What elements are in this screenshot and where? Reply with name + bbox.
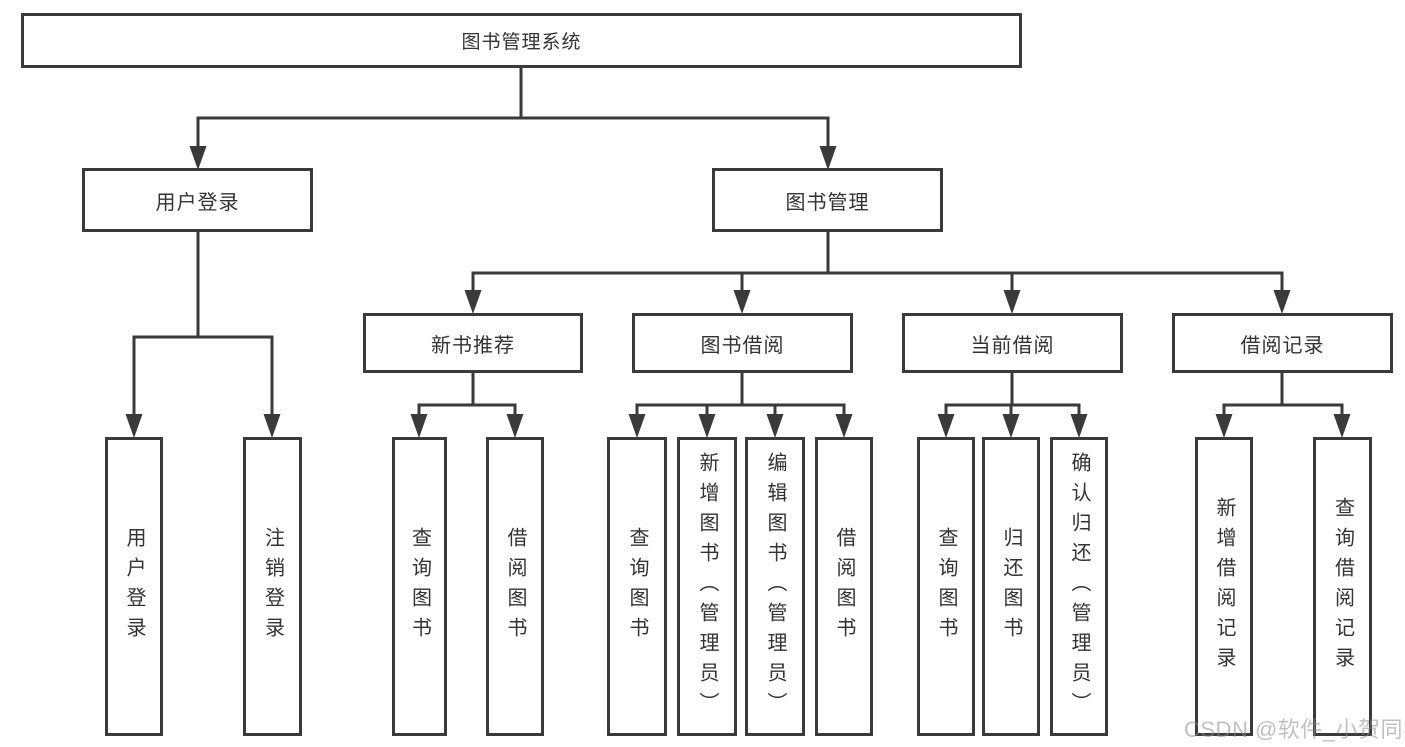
node-book-borrow: 图书借阅 [632,313,853,373]
arrowhead [1070,414,1088,438]
node-current-borrow-label: 当前借阅 [970,334,1055,357]
leaf-label: 查询图书 [935,526,957,647]
node-root: 图书管理系统 [21,13,1022,68]
leaf-current-query-books: 查询图书 [917,437,975,736]
leaf-label: 确认归还（管理员） [1068,451,1090,722]
arrowhead [819,146,837,170]
csdn-watermark: CSDN @软件_小贺同学 [1184,717,1405,742]
leaf-label: 归还图书 [1000,526,1022,647]
connector-book-management-children [471,232,1284,292]
leaf-borrow-books: 借阅图书 [815,437,873,736]
arrowhead [835,414,853,438]
leaf-return-books: 归还图书 [982,437,1040,736]
connector-current-borrow-children [944,373,1081,414]
connector-user-login-children [132,232,274,414]
leaf-label: 用户登录 [123,526,145,647]
node-root-label: 图书管理系统 [461,32,582,53]
node-new-book-recommend: 新书推荐 [363,313,583,373]
leaf-add-borrow-record: 新增借阅记录 [1195,437,1253,736]
leaf-label: 查询图书 [408,526,431,647]
leaf-label: 新增图书（管理员） [696,451,718,722]
arrowhead [125,414,143,438]
leaf-borrow-query-books: 查询图书 [607,437,667,736]
arrowhead [506,414,524,438]
arrowhead [189,146,207,170]
arrowhead [766,414,784,438]
node-book-borrow-label: 图书借阅 [700,334,785,357]
arrowhead [1003,290,1021,314]
leaf-confirm-return-admin: 确认归还（管理员） [1050,437,1108,736]
leaf-logout: 注销登录 [243,437,302,736]
arrowhead [1002,414,1020,438]
arrowhead [733,290,751,314]
leaf-newbook-query-books: 查询图书 [392,437,447,736]
arrowhead [628,414,646,438]
arrowhead [410,414,428,438]
connector-new-book-children [417,373,517,414]
node-current-borrow: 当前借阅 [902,313,1123,373]
connector-book-borrow-children [635,373,846,414]
leaf-label: 注销登录 [261,526,284,647]
connector-borrow-records-children [1222,373,1344,414]
arrowhead [1333,414,1351,438]
arrowhead [263,414,281,438]
leaf-label: 新增借阅记录 [1213,496,1235,677]
leaf-query-borrow-record: 查询借阅记录 [1313,437,1372,736]
node-book-management-label: 图书管理 [785,191,870,214]
leaf-edit-books-admin: 编辑图书（管理员） [745,437,805,736]
connector-segments [132,68,1344,414]
node-borrow-records-label: 借阅记录 [1240,334,1325,357]
node-book-management: 图书管理 [712,168,943,232]
node-user-login: 用户登录 [82,168,313,232]
arrowhead [1273,290,1291,314]
leaf-label: 借阅图书 [833,526,855,647]
node-user-login-label: 用户登录 [155,191,240,214]
arrowhead [698,414,716,438]
arrowhead [1215,414,1233,438]
node-new-book-recommend-label: 新书推荐 [431,334,515,357]
leaf-label: 借阅图书 [504,526,526,647]
leaf-label: 编辑图书（管理员） [764,451,786,722]
arrowheads [125,146,1351,438]
leaf-label: 查询借阅记录 [1331,496,1354,677]
node-borrow-records: 借阅记录 [1172,313,1393,373]
leaf-label: 查询图书 [626,526,648,647]
leaf-newbook-borrow-books: 借阅图书 [486,437,544,736]
leaf-user-login: 用户登录 [105,437,163,736]
connector-root-to-level2 [196,68,830,148]
leaf-add-books-admin: 新增图书（管理员） [677,437,737,736]
arrowhead [464,290,482,314]
arrowhead [937,414,955,438]
